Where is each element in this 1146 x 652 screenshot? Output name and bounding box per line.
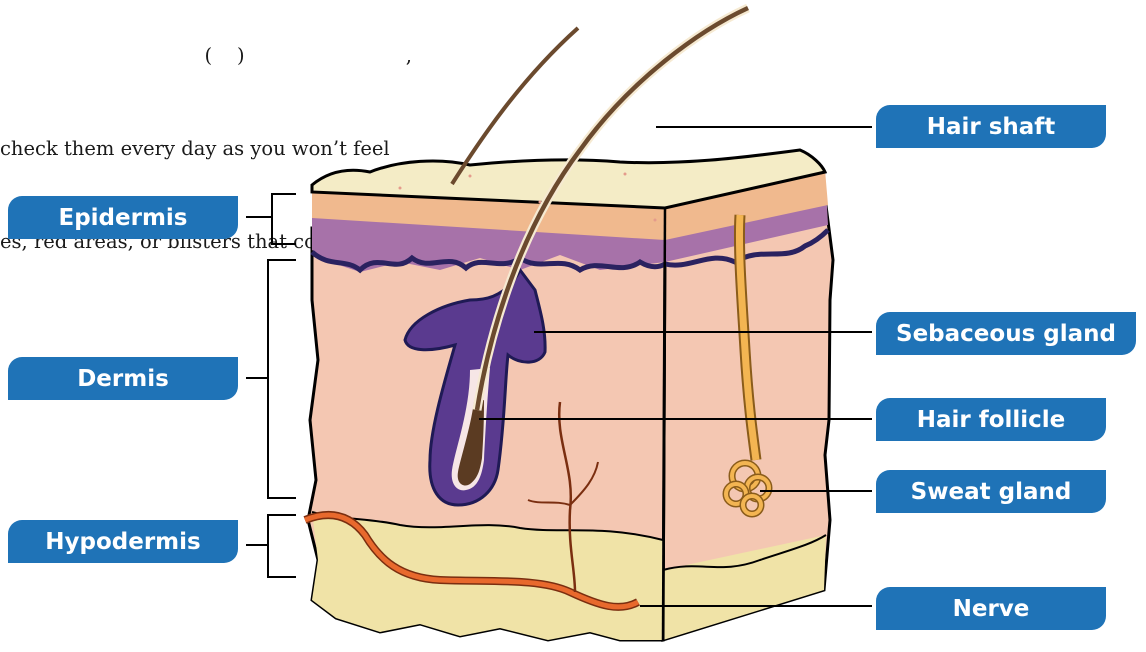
label-sebaceous-gland: Sebaceous gland [876, 312, 1136, 355]
label-dermis: Dermis [8, 357, 238, 400]
bracket-epidermis [246, 194, 296, 244]
label-hair-shaft: Hair shaft [876, 105, 1106, 148]
label-nerve: Nerve [876, 587, 1106, 630]
label-hair-follicle: Hair follicle [876, 398, 1106, 441]
bracket-dermis [246, 260, 296, 498]
label-sweat-gland: Sweat gland [876, 470, 1106, 513]
bracket-hypodermis [246, 515, 296, 577]
label-epidermis: Epidermis [8, 196, 238, 239]
label-hypodermis: Hypodermis [8, 520, 238, 563]
